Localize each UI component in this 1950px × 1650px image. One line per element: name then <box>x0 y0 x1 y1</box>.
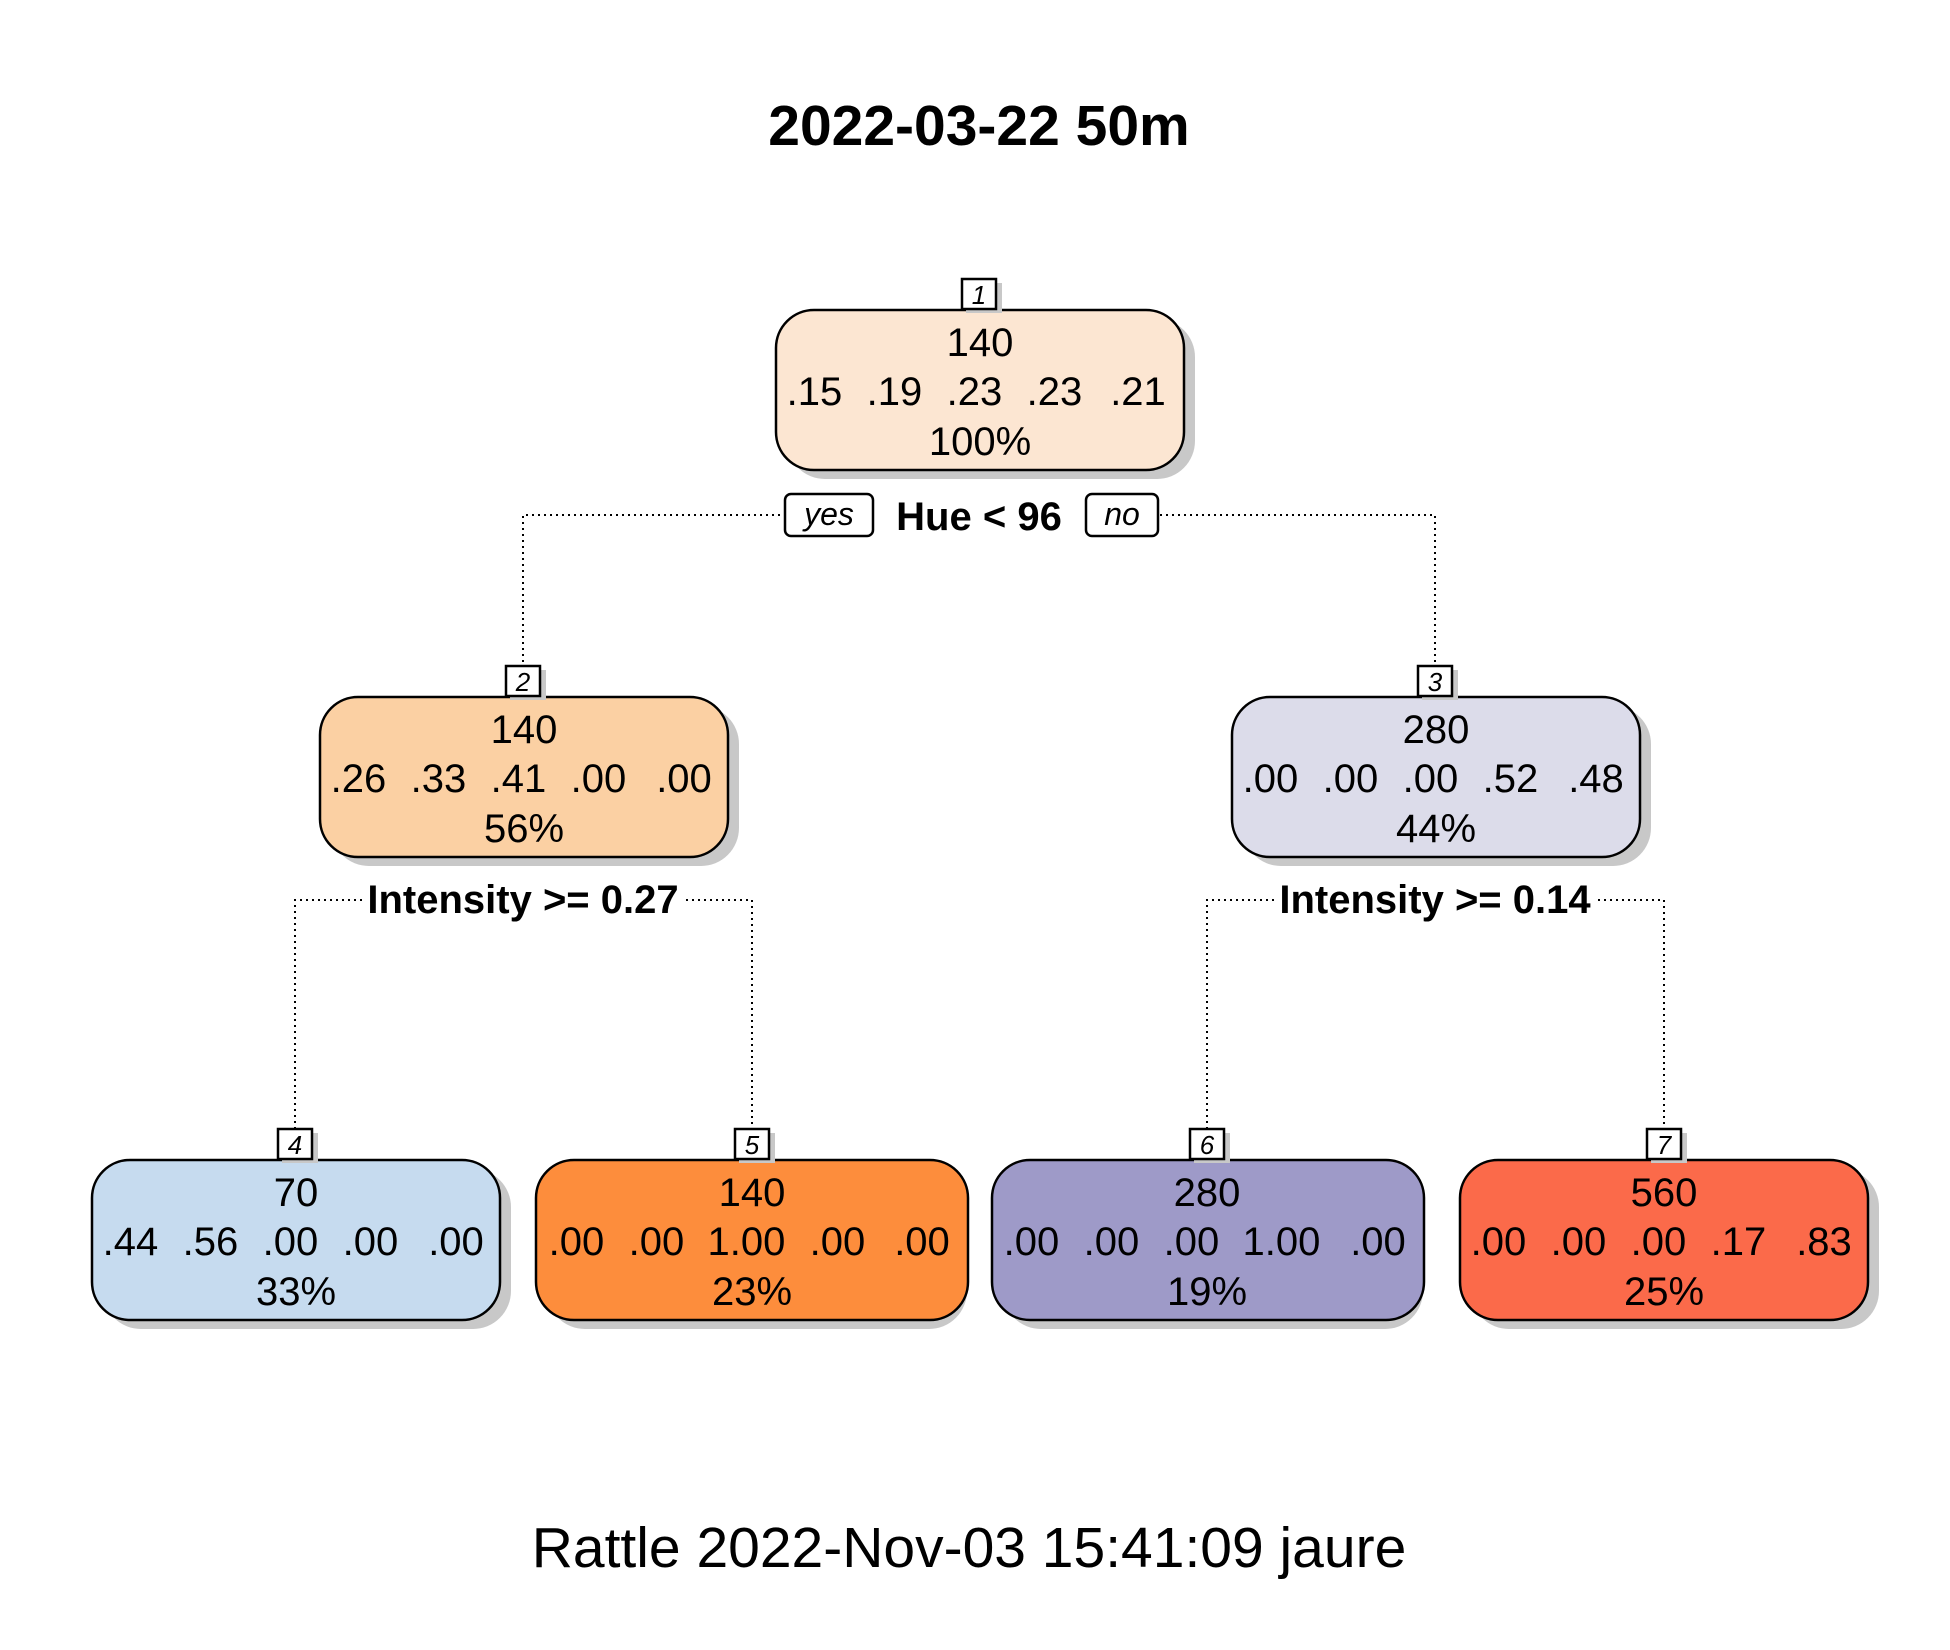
node-id: 7 <box>1657 1130 1673 1160</box>
node-prob: .00 <box>894 1220 950 1264</box>
node-prob: .15 <box>787 370 843 414</box>
edge-3-left <box>1206 899 1274 1128</box>
node-prob: .44 <box>103 1220 159 1264</box>
node-prob: .00 <box>1004 1220 1060 1264</box>
node-prob: .21 <box>1110 370 1166 414</box>
no-label: no <box>1104 496 1140 532</box>
split-label-node-3: Intensity >= 0.14 <box>1279 878 1591 922</box>
node-id-box <box>733 1127 771 1161</box>
node-prob: .00 <box>1551 1220 1607 1264</box>
node-count: 140 <box>491 708 558 752</box>
node-prob: .00 <box>1323 757 1379 801</box>
tree-node-1: 1 140 .15 .19 .23 .23 .21 100% <box>774 277 1195 479</box>
node-count: 140 <box>947 321 1014 365</box>
node-prob: .00 <box>1350 1220 1406 1264</box>
no-label-box <box>1084 492 1160 538</box>
node-probs: .00 .00 .00 .52 .48 <box>1243 757 1624 801</box>
node-count: 140 <box>719 1171 786 1215</box>
node-prob: .00 <box>571 757 627 801</box>
node-prob: .83 <box>1796 1220 1852 1264</box>
diagram-title: 2022-03-22 50m <box>768 94 1190 158</box>
node-id-box <box>504 664 542 698</box>
node-prob: .26 <box>331 757 387 801</box>
node-percent: 56% <box>484 807 564 851</box>
node-prob: 1.00 <box>1243 1220 1321 1264</box>
node-prob: .00 <box>810 1220 866 1264</box>
edge-2-right <box>686 899 753 1128</box>
node-prob: .23 <box>947 370 1003 414</box>
node-probs: .00 .00 .00 1.00 .00 <box>1004 1220 1406 1264</box>
tree-node-6: 6 280 .00 .00 .00 1.00 .00 19% <box>990 1127 1426 1329</box>
node-prob: .00 <box>629 1220 685 1264</box>
node-prob: .23 <box>1027 370 1083 414</box>
node-prob: .00 <box>428 1220 484 1264</box>
node-percent: 23% <box>712 1270 792 1314</box>
node-count: 280 <box>1174 1171 1241 1215</box>
tree-node-5: 5 140 .00 .00 1.00 .00 .00 23% <box>534 1127 970 1329</box>
node-prob: .00 <box>1631 1220 1687 1264</box>
split-label-node-2: Intensity >= 0.27 <box>367 878 678 922</box>
tree-node-2: 2 140 .26 .33 .41 .00 .00 56% <box>318 664 739 866</box>
node-prob: .00 <box>1403 757 1459 801</box>
node-percent: 33% <box>256 1270 336 1314</box>
node-prob: .00 <box>343 1220 399 1264</box>
node-percent: 25% <box>1624 1270 1704 1314</box>
node-id-box <box>1416 664 1454 698</box>
node-id: 4 <box>288 1130 302 1160</box>
node-prob: .00 <box>1471 1220 1527 1264</box>
node-prob: .19 <box>867 370 923 414</box>
node-prob: .17 <box>1711 1220 1767 1264</box>
edge-2-left <box>294 899 362 1128</box>
node-id-box <box>276 1127 314 1161</box>
node-prob: .00 <box>1084 1220 1140 1264</box>
node-count: 560 <box>1631 1171 1698 1215</box>
node-probs: .44 .56 .00 .00 .00 <box>103 1220 484 1264</box>
node-prob: .00 <box>656 757 712 801</box>
edge-3-right <box>1598 899 1665 1128</box>
node-prob: .56 <box>183 1220 239 1264</box>
node-id: 3 <box>1428 667 1443 697</box>
node-id-box <box>1188 1127 1226 1161</box>
tree-node-4: 4 70 .44 .56 .00 .00 .00 33% <box>90 1127 511 1329</box>
edge-1-left <box>522 514 780 665</box>
node-id: 2 <box>515 667 531 697</box>
node-probs: .15 .19 .23 .23 .21 <box>787 370 1166 414</box>
node-prob: .52 <box>1483 757 1539 801</box>
tree-node-3: 3 280 .00 .00 .00 .52 .48 44% <box>1230 664 1651 866</box>
yes-label-box <box>783 492 875 538</box>
node-prob: .48 <box>1568 757 1624 801</box>
node-probs: .00 .00 .00 .17 .83 <box>1471 1220 1852 1264</box>
node-percent: 44% <box>1396 807 1476 851</box>
edge-1-right <box>1160 514 1436 665</box>
node-percent: 100% <box>929 420 1031 464</box>
node-prob: .41 <box>491 757 547 801</box>
node-probs: .00 .00 1.00 .00 .00 <box>549 1220 950 1264</box>
node-id: 5 <box>745 1130 760 1160</box>
yes-label: yes <box>802 496 854 532</box>
node-prob: 1.00 <box>708 1220 786 1264</box>
node-prob: .33 <box>411 757 467 801</box>
node-id: 6 <box>1200 1130 1215 1160</box>
node-prob: .00 <box>1243 757 1299 801</box>
split-label-node-1: Hue < 96 <box>896 495 1062 539</box>
node-prob: .00 <box>549 1220 605 1264</box>
node-prob: .00 <box>1164 1220 1220 1264</box>
node-count: 70 <box>274 1171 319 1215</box>
node-prob: .00 <box>263 1220 319 1264</box>
node-count: 280 <box>1403 708 1470 752</box>
node-percent: 19% <box>1167 1270 1247 1314</box>
footer-caption: Rattle 2022-Nov-03 15:41:09 jaure <box>532 1516 1407 1580</box>
node-probs: .26 .33 .41 .00 .00 <box>331 757 712 801</box>
node-id: 1 <box>972 280 986 310</box>
node-id-box <box>1645 1127 1683 1161</box>
node-id-box <box>960 277 998 311</box>
tree-node-7: 7 560 .00 .00 .00 .17 .83 25% <box>1458 1127 1879 1329</box>
